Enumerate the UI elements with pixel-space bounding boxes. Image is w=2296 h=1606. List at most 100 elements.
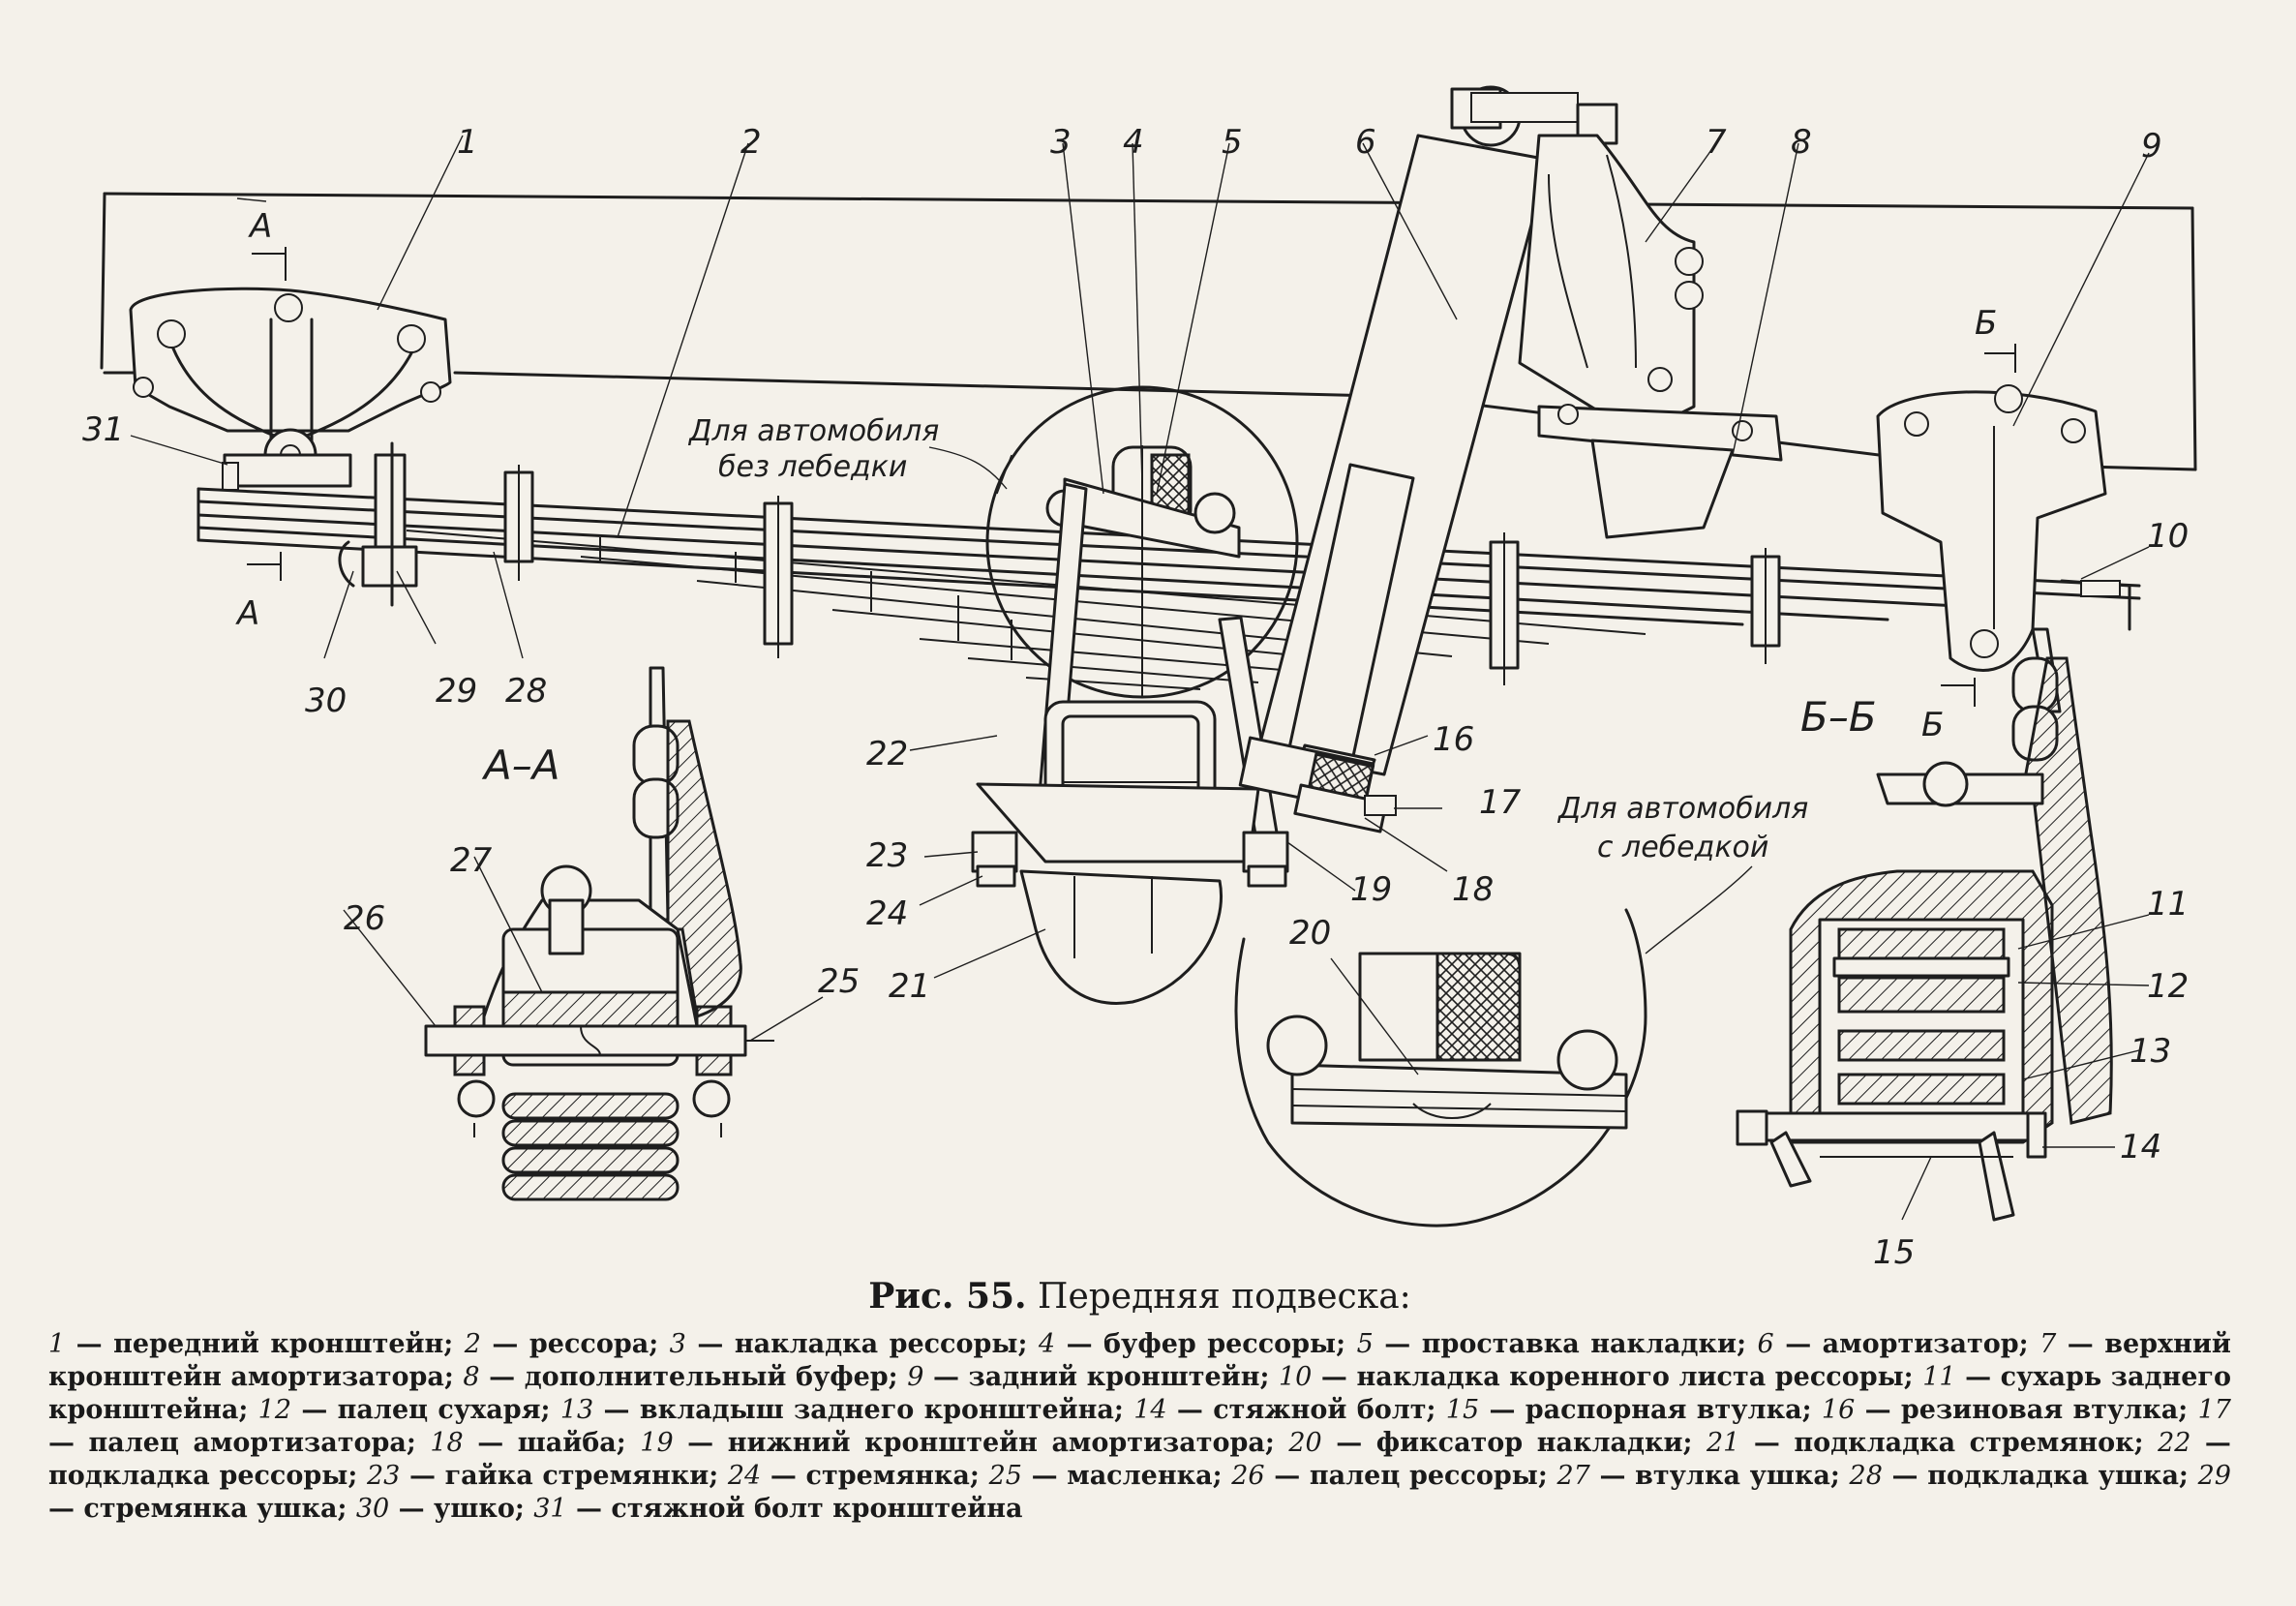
legend-number: 30: [355, 1494, 390, 1524]
legend-dash: —: [1321, 1428, 1376, 1458]
legend-number: 24: [727, 1461, 762, 1491]
callout-11: 11: [2147, 885, 2189, 924]
legend-number: 5: [1356, 1329, 1374, 1359]
legend-text: палец сухаря;: [337, 1395, 551, 1425]
section-title-b-b: Б–Б: [1800, 693, 1877, 741]
callout-18: 18: [1452, 870, 1494, 909]
legend-entry: 19 — нижний кронштейн амортизатора;: [640, 1428, 1275, 1458]
callout-25: 25: [818, 962, 860, 1001]
legend-text: резиновая втулка;: [1900, 1395, 2189, 1425]
legend-entry: 10 — накладка коренного листа рессоры;: [1279, 1362, 1914, 1392]
legend-number: 26: [1231, 1461, 1265, 1491]
legend-text: гайка стремянки;: [444, 1461, 719, 1491]
legend-dash: —: [480, 1329, 529, 1359]
legend-dash: —: [65, 1329, 114, 1359]
legend-entry: 16 — резиновая втулка;: [1822, 1395, 2188, 1425]
legend-dash: —: [1479, 1395, 1526, 1425]
legend-entry: 5 — проставка накладки;: [1357, 1329, 1746, 1359]
legend-text: нижний кронштейн амортизатора;: [727, 1428, 1275, 1458]
legend-number: 7: [2039, 1329, 2057, 1359]
legend-number: 20: [1288, 1428, 1322, 1458]
legend-text: дополнительный буфер;: [524, 1362, 898, 1392]
legend-entry: 7 — верхний кронштейн амортизатора;: [48, 1329, 2231, 1392]
callout-numbers: 1 2 3 4 5 6 7 8 9 10 11 12 13 14 15 16 1…: [82, 123, 2189, 1268]
figure-number: Рис. 55.: [868, 1276, 1027, 1317]
figure-caption: Рис. 55. Передняя подвеска: 1 — передний…: [48, 1276, 2231, 1526]
callout-14: 14: [2120, 1128, 2161, 1167]
note-no-winch-line2: без лебедки: [718, 450, 907, 484]
callout-19: 19: [1350, 870, 1392, 909]
legend-text: накладка рессоры;: [734, 1329, 1028, 1359]
legend-entry: 17 — палец амортизатора;: [48, 1395, 2231, 1458]
legend-dash: —: [1021, 1461, 1068, 1491]
legend-number: 28: [1849, 1461, 1883, 1491]
legend-number: 2: [464, 1329, 481, 1359]
legend-number: 8: [463, 1362, 480, 1392]
legend-number: 11: [1922, 1362, 1956, 1392]
callout-30: 30: [305, 682, 347, 720]
callout-15: 15: [1873, 1233, 1915, 1268]
legend-dash: —: [673, 1428, 728, 1458]
callout-31: 31: [82, 410, 124, 449]
legend-dash: —: [48, 1494, 84, 1524]
legend-text: втулка ушка;: [1635, 1461, 1840, 1491]
legend-entry: 21 — подкладка стремянок;: [1707, 1428, 2144, 1458]
callout-28: 28: [505, 672, 547, 711]
legend-entry: 4 — буфер рессоры;: [1039, 1329, 1345, 1359]
note-no-winch-line1: Для автомобиля: [687, 414, 939, 448]
cut-letter-b-top: Б: [1975, 304, 1997, 343]
legend-number: 31: [533, 1494, 567, 1524]
legend-number: 19: [640, 1428, 674, 1458]
legend-text: фиксатор накладки;: [1375, 1428, 1693, 1458]
legend-entry: 9 — задний кронштейн;: [907, 1362, 1269, 1392]
legend-entry: 31 — стяжной болт кронштейна: [533, 1494, 1022, 1524]
legend-entry: 24 — стремянка;: [728, 1461, 980, 1491]
legend-text: стремянка ушка;: [83, 1494, 347, 1524]
legend-dash: —: [291, 1395, 338, 1425]
legend-dash: —: [389, 1494, 435, 1524]
legend-dash: —: [479, 1362, 525, 1392]
additional-buffer: [1537, 404, 1783, 539]
legend-entry: 25 — масленка;: [989, 1461, 1223, 1491]
legend-number: 13: [559, 1395, 594, 1425]
section-cut-marks: [247, 247, 2016, 707]
legend-dash: —: [923, 1362, 969, 1392]
legend-entry: 8 — дополнительный буфер;: [463, 1362, 897, 1392]
cut-letter-a-top: А: [248, 207, 272, 246]
legend-dash: —: [1589, 1461, 1636, 1491]
legend-dash: —: [566, 1494, 612, 1524]
legend-text: палец рессоры;: [1309, 1461, 1548, 1491]
section-a-a: [424, 666, 774, 1201]
legend-number: 3: [669, 1329, 686, 1359]
suspension-drawing: 1 2 3 4 5 6 7 8 9 10 11 12 13 14 15 16 1…: [82, 85, 2197, 1268]
callout-24: 24: [866, 894, 908, 933]
legend-entry: 12 — палец сухаря;: [258, 1395, 551, 1425]
legend-entry: 6 — амортизатор;: [1758, 1329, 2029, 1359]
legend-text: подкладка ушка;: [1927, 1461, 2189, 1491]
legend-number: 1: [48, 1329, 66, 1359]
legend-text: ушко;: [434, 1494, 525, 1524]
legend-dash: —: [685, 1329, 735, 1359]
legend-number: 23: [366, 1461, 401, 1491]
leader-lines: [130, 135, 2150, 1221]
legend-text: шайба;: [517, 1428, 626, 1458]
legend-number: 21: [1706, 1428, 1740, 1458]
callout-2: 2: [740, 123, 762, 162]
legend-entry: 15 — распорная втулка;: [1446, 1395, 1812, 1425]
callout-16: 16: [1433, 720, 1474, 759]
callout-17: 17: [1479, 783, 1522, 822]
callout-27: 27: [450, 841, 493, 880]
legend-dash: —: [1373, 1329, 1422, 1359]
cut-letter-a-bottom: А: [235, 594, 259, 633]
legend-dash: —: [1264, 1461, 1310, 1491]
legend-dash: —: [1855, 1395, 1901, 1425]
detail-circle-no-winch: [971, 385, 1299, 1005]
callout-10: 10: [2147, 517, 2189, 556]
legend-dash: —: [400, 1461, 445, 1491]
legend-dash: —: [593, 1395, 640, 1425]
legend: 1 — передний кронштейн; 2 — рессора; 3 —…: [48, 1328, 2231, 1526]
legend-dash: —: [2056, 1329, 2105, 1359]
legend-dash: —: [761, 1461, 806, 1491]
callout-29: 29: [436, 672, 477, 711]
callout-6: 6: [1355, 123, 1376, 162]
